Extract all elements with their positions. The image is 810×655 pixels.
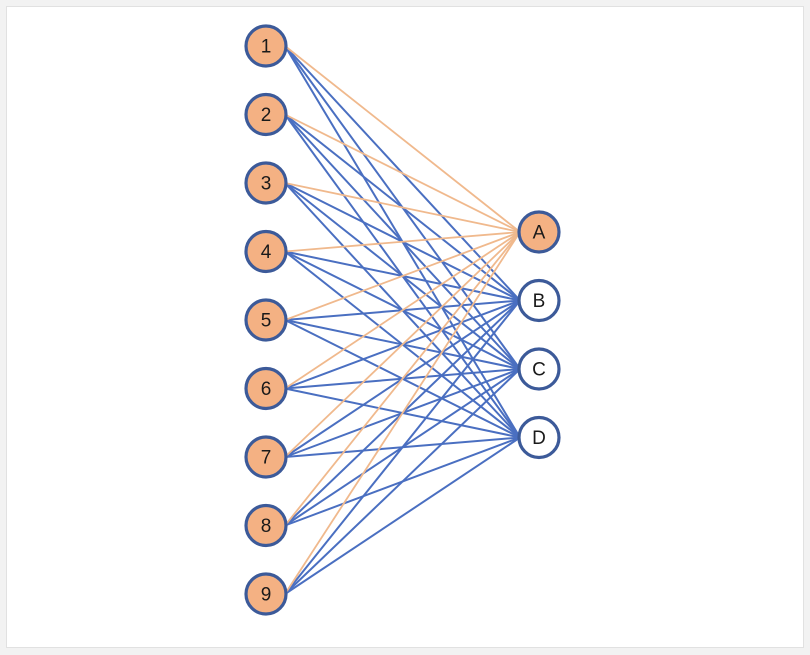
diagram-frame [6, 6, 804, 648]
input-node-8-label: 8 [261, 516, 272, 537]
input-node-7: 7 [244, 435, 288, 479]
output-node-A: A [517, 210, 561, 254]
input-node-5-label: 5 [261, 311, 272, 332]
edge-8-A [284, 231, 521, 527]
output-node-D-circle [517, 415, 561, 460]
input-node-9-label: 9 [261, 585, 272, 606]
input-node-7-label: 7 [261, 448, 272, 469]
input-node-2-label: 2 [261, 105, 272, 126]
output-node-B: B [517, 278, 561, 323]
input-node-5-circle [244, 298, 288, 342]
edge-2-A [284, 113, 521, 233]
input-node-2: 2 [244, 92, 288, 137]
output-node-D-label: D [532, 428, 546, 449]
edge-9-C [284, 368, 521, 595]
input-node-4: 4 [244, 229, 288, 274]
input-node-2-circle [244, 92, 288, 137]
edge-9-B [284, 299, 521, 595]
input-node-1-label: 1 [261, 37, 272, 58]
input-node-5: 5 [244, 298, 288, 342]
output-node-C-circle [517, 347, 561, 391]
input-node-1-circle [244, 24, 288, 68]
output-node-A-label: A [533, 223, 546, 244]
edge-3-A [284, 182, 521, 233]
edge-7-A [284, 231, 521, 458]
input-node-8: 8 [244, 503, 288, 548]
output-node-A-circle [517, 210, 561, 254]
input-node-1: 1 [244, 24, 288, 68]
edge-6-A [284, 231, 521, 390]
input-node-3: 3 [244, 161, 288, 205]
edge-1-A [284, 45, 521, 233]
input-node-7-circle [244, 435, 288, 479]
edge-layer [284, 45, 521, 595]
edge-9-D [284, 436, 521, 595]
edge-4-A [284, 231, 521, 253]
input-node-6: 6 [244, 366, 288, 411]
output-node-D: D [517, 415, 561, 460]
output-node-C: C [517, 347, 561, 391]
input-node-9: 9 [244, 572, 288, 616]
output-node-B-circle [517, 278, 561, 323]
input-node-4-label: 4 [261, 242, 272, 263]
input-node-8-circle [244, 503, 288, 548]
edge-9-A [284, 231, 521, 595]
input-node-9-circle [244, 572, 288, 616]
output-node-B-label: B [533, 291, 546, 312]
input-node-3-label: 3 [261, 174, 272, 195]
output-node-C-label: C [532, 360, 546, 381]
input-node-4-circle [244, 229, 288, 274]
edge-5-A [284, 231, 521, 321]
input-node-6-label: 6 [261, 379, 272, 400]
input-node-6-circle [244, 366, 288, 411]
node-layer: 1 2 3 4 5 6 7 8 9 A B C D [244, 24, 561, 616]
input-node-3-circle [244, 161, 288, 205]
